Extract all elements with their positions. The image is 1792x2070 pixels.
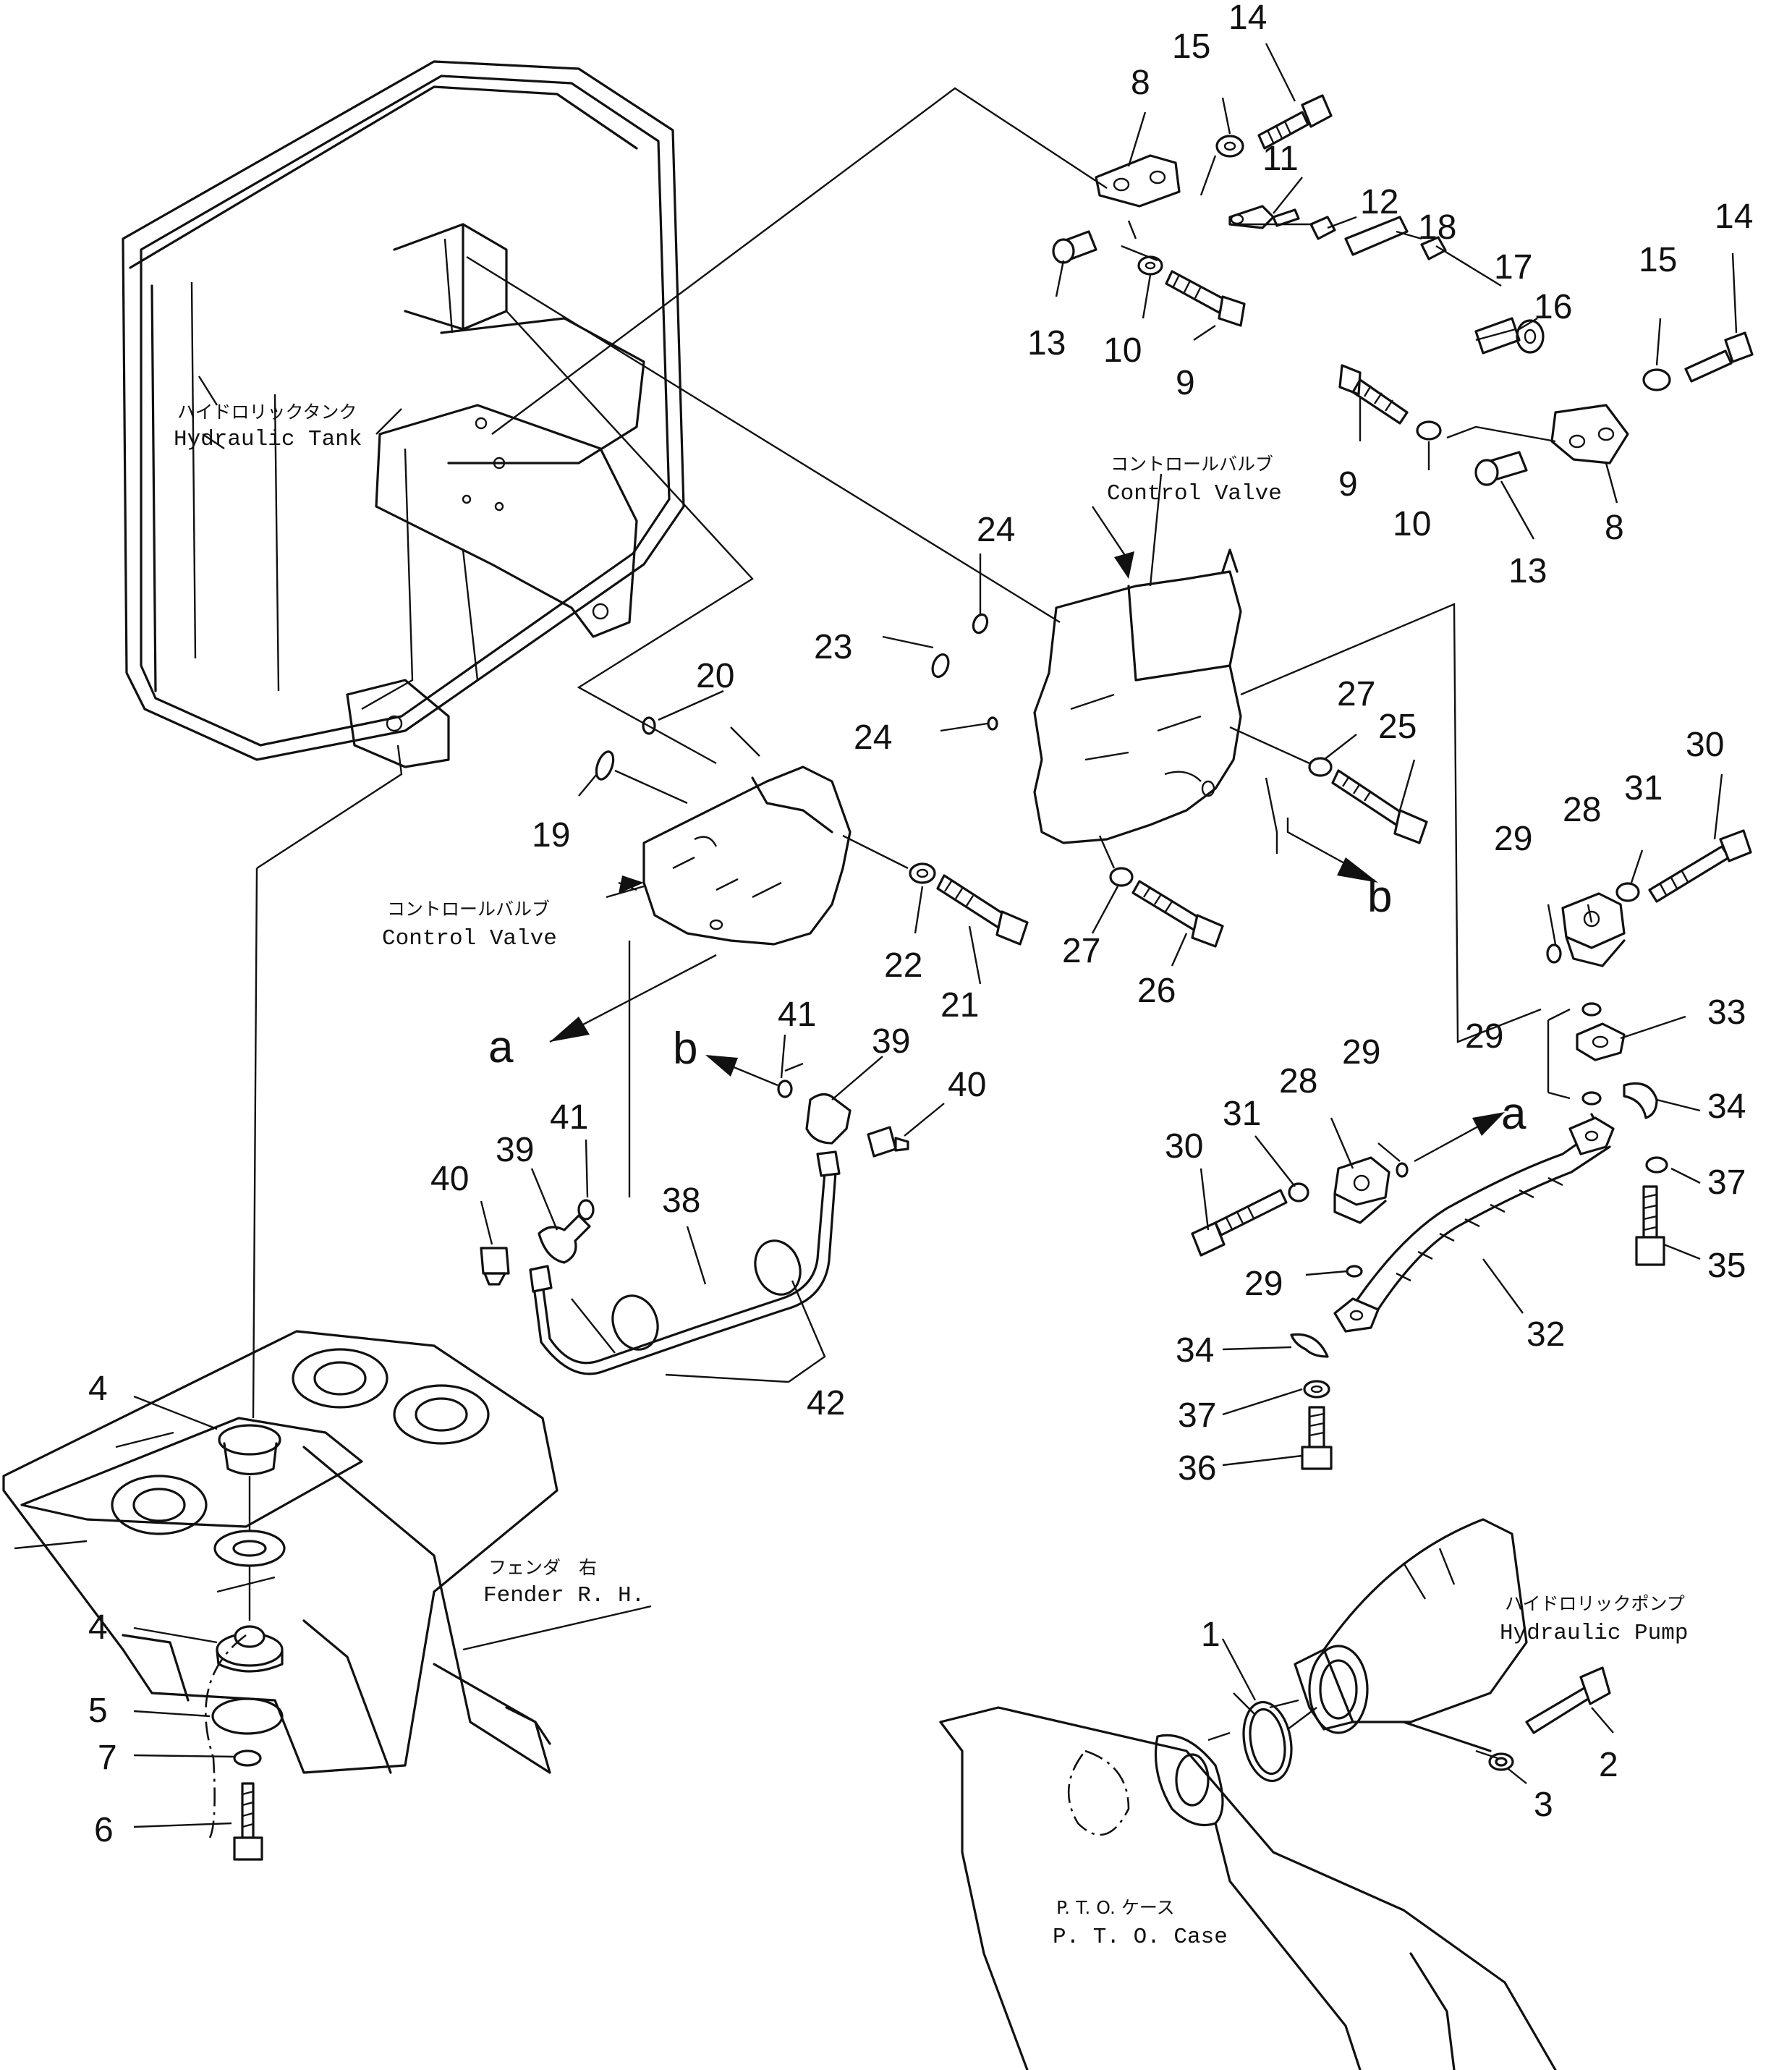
callout-37-upper: 37	[1707, 1163, 1746, 1202]
callout-1: 1	[1201, 1616, 1220, 1654]
tank-mount-parts	[205, 1424, 286, 1861]
hydraulic-pump-label-en: Hydraulic Pump	[1500, 1621, 1688, 1646]
callout-22: 22	[884, 946, 922, 985]
callout-39-right: 39	[872, 1022, 910, 1061]
callout-25: 25	[1378, 708, 1417, 746]
callout-29-d: 29	[1244, 1265, 1283, 1303]
callout-6: 6	[94, 1811, 114, 1849]
callout-40-left: 40	[430, 1160, 469, 1198]
assembly-lines	[248, 87, 1556, 1742]
pto-case-label-en: P. T. O. Case	[1053, 1925, 1228, 1950]
control-valve-1-label-jp: コントロールバルブ	[387, 899, 550, 920]
callout-15-lower: 15	[1639, 241, 1677, 279]
hydraulic-pump-drawing	[1294, 1518, 1528, 1760]
callout-9-lower: 9	[1338, 465, 1358, 504]
component-labels: ハイドロリックタンク Hydraulic Tank コントロールバルブ Cont…	[174, 402, 1688, 1950]
o-ring-1	[1242, 1700, 1293, 1783]
callout-39-left: 39	[496, 1131, 534, 1169]
control-valve-1-label-en: Control Valve	[382, 926, 557, 951]
callout-34-upper: 34	[1707, 1087, 1746, 1126]
pump-pipe-group	[1191, 829, 1752, 1470]
valve-hardware	[595, 613, 1428, 948]
callout-4-upper: 4	[88, 1370, 108, 1408]
callout-13-upper: 13	[1027, 324, 1066, 362]
control-valve-2-drawing	[1033, 548, 1242, 844]
callout-29-c: 29	[1342, 1033, 1380, 1072]
callout-12: 12	[1360, 183, 1398, 221]
callout-27-upper: 27	[1337, 675, 1375, 713]
callout-42: 42	[807, 1384, 845, 1422]
callout-3: 3	[1534, 1786, 1553, 1824]
fender-drawing	[2, 1330, 652, 1774]
callout-30-lower: 30	[1165, 1127, 1203, 1166]
callout-34-lower: 34	[1176, 1331, 1214, 1370]
connector-a-right: a	[1501, 1089, 1526, 1139]
control-valve-2-label-en: Control Valve	[1107, 481, 1282, 506]
o-ring-1-inner	[1249, 1708, 1286, 1776]
callout-14-lower: 14	[1715, 198, 1753, 236]
callout-28-upper: 28	[1563, 791, 1601, 829]
callout-13-lower: 13	[1508, 552, 1547, 590]
callout-18: 18	[1418, 208, 1456, 247]
connector-letters: a b b a	[488, 872, 1526, 1139]
callout-14-upper: 14	[1228, 0, 1267, 37]
callout-33: 33	[1707, 993, 1746, 1032]
callout-17: 17	[1494, 248, 1532, 287]
callout-35: 35	[1707, 1247, 1746, 1285]
pto-case-label-jp: P. T. O. ケース	[1056, 1897, 1175, 1918]
callout-4-lower: 4	[88, 1608, 108, 1647]
linkage-assembly-top	[1052, 94, 1754, 486]
callout-8-upper: 8	[1131, 64, 1150, 102]
callout-19: 19	[532, 816, 570, 854]
callout-10-upper: 10	[1103, 331, 1142, 370]
callout-11: 11	[1262, 140, 1299, 178]
callout-16: 16	[1534, 288, 1572, 326]
hose-38-group	[480, 1079, 909, 1375]
callout-26: 26	[1137, 972, 1176, 1010]
callout-32: 32	[1526, 1315, 1565, 1354]
control-valve-2-label-jp: コントロールバルブ	[1111, 454, 1273, 475]
connector-b-right: b	[1367, 872, 1392, 922]
callout-23: 23	[814, 628, 852, 666]
callout-9-upper: 9	[1176, 364, 1195, 402]
pto-case-drawing	[939, 1706, 1557, 2070]
callout-24-upper: 24	[977, 511, 1015, 549]
callout-21: 21	[940, 986, 979, 1025]
callout-41-right: 41	[778, 996, 816, 1034]
callout-5: 5	[88, 1692, 108, 1730]
callout-leaders	[133, 43, 1738, 1828]
callout-15-upper: 15	[1172, 27, 1210, 66]
callout-28-lower: 28	[1279, 1062, 1317, 1100]
hydraulic-pump-label-jp: ハイドロリックポンプ	[1505, 1593, 1685, 1614]
callout-37-lower: 37	[1178, 1396, 1216, 1435]
callout-29-a: 29	[1494, 820, 1532, 858]
callout-38: 38	[662, 1182, 700, 1220]
pump-bolt-2	[1488, 1666, 1611, 1771]
callout-20: 20	[696, 657, 734, 695]
callout-8-lower: 8	[1605, 509, 1624, 547]
callout-31-upper: 31	[1624, 769, 1663, 807]
part-callouts: 1 2 3 4 4 5 6 7 8 8 9 9 10 10 11 12 13 1…	[88, 0, 1753, 1849]
fender-label-en: Fender R. H.	[483, 1583, 645, 1608]
callout-31-lower: 31	[1223, 1095, 1261, 1133]
callout-7: 7	[98, 1739, 117, 1777]
connector-a-left: a	[488, 1022, 514, 1072]
callout-29-b: 29	[1465, 1017, 1503, 1056]
hydraulic-tank-label-jp: ハイドロリックタンク	[177, 402, 357, 423]
callout-41-left: 41	[550, 1098, 588, 1137]
control-valve-1-drawing	[642, 765, 852, 946]
callout-30-upper: 30	[1686, 726, 1724, 764]
callout-36: 36	[1178, 1449, 1216, 1488]
connector-arrows	[549, 818, 1505, 1163]
hydraulic-tank-label-en: Hydraulic Tank	[174, 427, 362, 452]
callout-2: 2	[1599, 1746, 1618, 1784]
callout-40-right: 40	[948, 1066, 986, 1104]
callout-24-lower: 24	[854, 718, 892, 757]
connector-b-left: b	[673, 1024, 697, 1074]
fender-label-jp: フェンダ 右	[488, 1557, 597, 1578]
callout-10-lower: 10	[1393, 505, 1431, 543]
hydraulic-tank-drawing	[122, 60, 685, 768]
callout-27-lower: 27	[1062, 932, 1100, 970]
